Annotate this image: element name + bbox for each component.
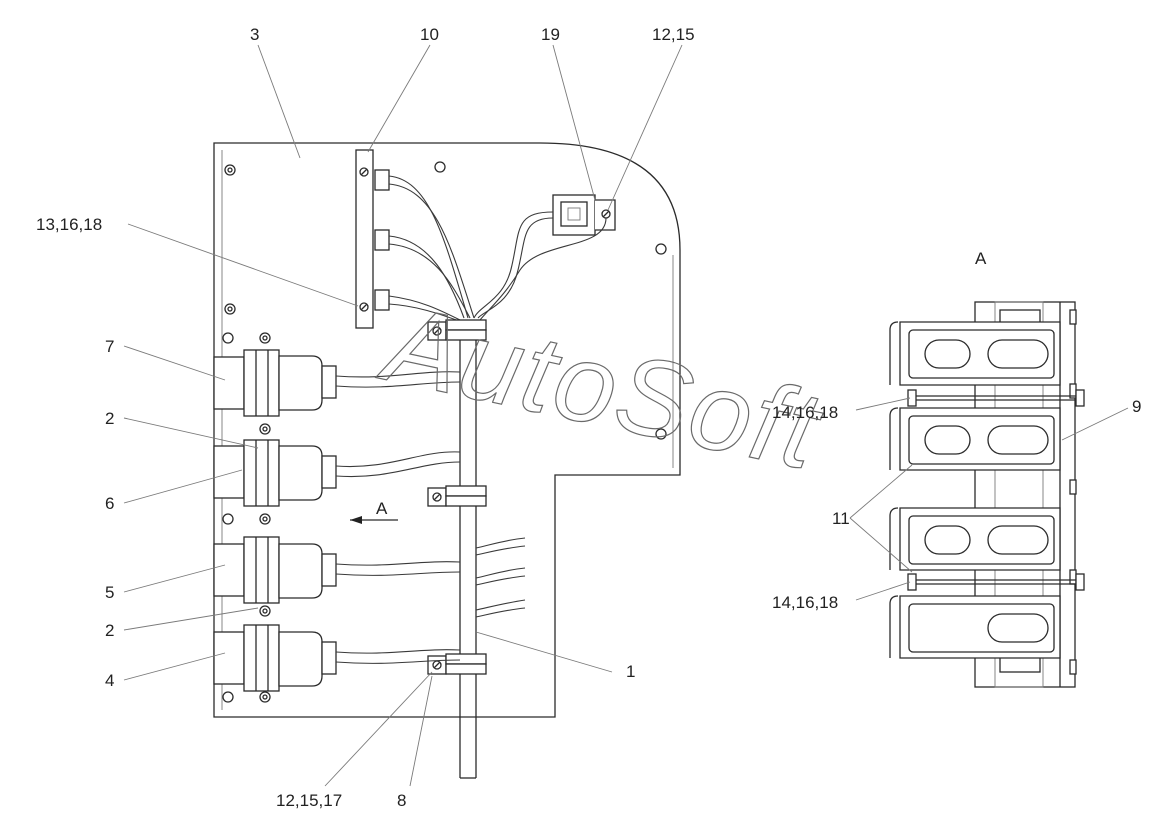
bolt-top [907,389,1085,407]
callout-10: 10 [420,25,439,44]
panel-holes [222,161,667,703]
callout-13-16-18: 13,16,18 [36,215,102,234]
view-arrow-label: A [376,499,388,518]
callout-2-top: 2 [105,409,114,428]
watermark-text: AutoSoft [370,280,832,493]
callout-6: 6 [105,494,114,513]
bolt-bottom [907,573,1085,591]
callout-7: 7 [105,337,114,356]
callout-8: 8 [397,791,406,810]
callout-9: 9 [1132,397,1141,416]
fuse-holder-1 [889,321,1061,386]
harness-clamps [427,319,487,675]
connector-6 [213,439,461,507]
view-a: A [889,249,1085,688]
view-a-title: A [975,249,987,268]
callout-4: 4 [105,671,114,690]
callout-12-15: 12,15 [652,25,695,44]
watermark: AutoSoft [369,280,832,494]
connector-5 [213,536,461,604]
leader-lines [123,44,1129,787]
callout-11: 11 [832,509,850,528]
fuse-holder-3 [889,507,1061,571]
connector-4 [213,624,461,692]
fuse-holder-2 [889,407,1061,471]
connector-7 [213,349,461,417]
wire-harness [459,320,526,779]
terminal-strip [355,149,390,329]
callout-5: 5 [105,583,114,602]
callout-2-bottom: 2 [105,621,114,640]
callouts: 3 10 19 12,15 13,16,18 7 2 6 5 2 4 1 12,… [36,25,1141,810]
callout-14-16-18-bottom: 14,16,18 [772,593,838,612]
callout-1: 1 [626,662,635,681]
fuse-holder-4 [889,595,1061,659]
view-arrow: A [350,499,398,524]
callout-12-15-17: 12,15,17 [276,791,342,810]
callout-19: 19 [541,25,560,44]
callout-14-16-18-top: 14,16,18 [772,403,838,422]
callout-3: 3 [250,25,259,44]
relay-19 [473,194,616,321]
strip-wires [388,175,475,323]
mounting-panel [213,142,681,718]
